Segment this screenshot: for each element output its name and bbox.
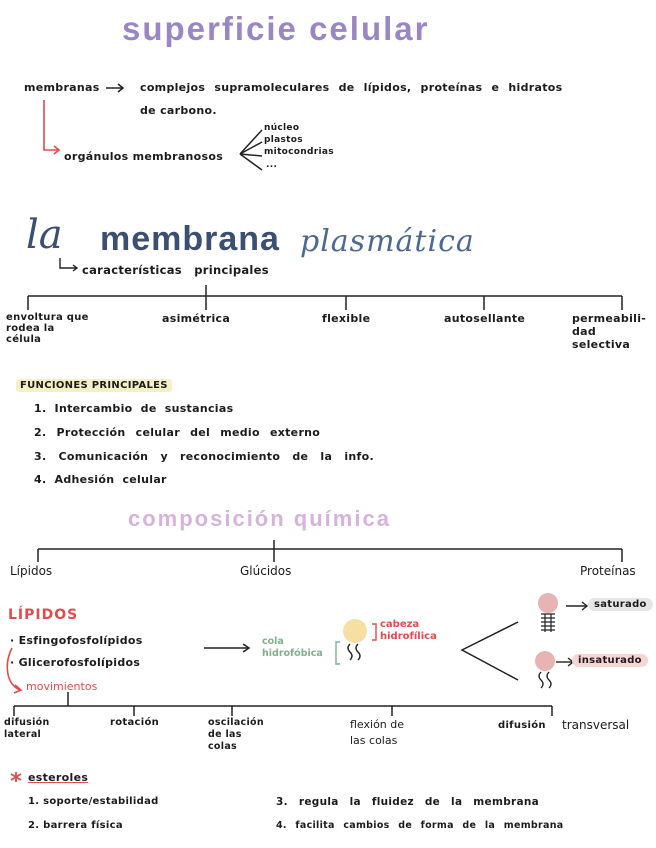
funciones-heading: FUNCIONES PRINCIPALES bbox=[16, 379, 172, 392]
esterol-2: 2. barrera física bbox=[28, 820, 123, 831]
caracteristica-asimetrica: asimétrica bbox=[162, 312, 231, 325]
title-plasmatica: plasmática bbox=[300, 224, 475, 259]
membranas-label: membranas bbox=[24, 81, 100, 94]
organulo-nucleo: núcleo bbox=[264, 123, 300, 133]
funcion-2: 2. Protección celular del medio externo bbox=[34, 426, 321, 439]
movimientos-label: movimientos bbox=[26, 680, 98, 693]
page-title: superficie celular bbox=[122, 10, 430, 47]
branch-glucidos: Glúcidos bbox=[240, 564, 292, 578]
lipidos-heading: LÍPIDOS bbox=[8, 607, 79, 623]
branch-lipidos: Lípidos bbox=[10, 564, 53, 578]
title-la: la bbox=[26, 212, 63, 258]
funcion-4: 4. Adhesión celular bbox=[34, 473, 167, 486]
definition-line-2: de carbono. bbox=[140, 104, 217, 117]
saturated-head-icon bbox=[538, 593, 558, 613]
lipid-head-icon bbox=[343, 619, 367, 643]
caracteristica-flexible: flexible bbox=[322, 312, 371, 325]
caracteristicas-heading: características principales bbox=[82, 263, 269, 277]
title-membrana: membrana bbox=[100, 220, 280, 258]
caracteristica-autosellante: autosellante bbox=[444, 312, 526, 325]
esterol-3: 3. regula la fluidez de la membrana bbox=[276, 796, 540, 808]
lipid-tail-icon bbox=[347, 643, 361, 661]
funcion-1: 1. Intercambio de sustancias bbox=[34, 402, 234, 415]
saturated-tail-icon bbox=[541, 613, 555, 632]
asterisk-icon bbox=[10, 772, 22, 782]
composicion-title: composición química bbox=[128, 506, 391, 531]
lipido-esfingo: · Esfingofosfolípidos bbox=[10, 634, 143, 647]
cola-hidrofobica-label: cola hidrofóbica bbox=[262, 636, 323, 659]
movimiento-rotacion: rotación bbox=[110, 717, 160, 728]
lipido-glicero: · Glicerofosfolípidos bbox=[10, 656, 141, 669]
insaturado-label: insaturado bbox=[572, 654, 648, 667]
esteroles-heading: esteroles bbox=[28, 771, 89, 784]
caracteristica-envoltura: envoltura que rodea la célula bbox=[6, 312, 89, 345]
unsaturated-tail-icon bbox=[538, 671, 552, 689]
movimiento-difusion: difusión bbox=[498, 720, 546, 731]
definition-line-1: complejos supramoleculares de lípidos, p… bbox=[140, 81, 563, 94]
unsaturated-head-icon bbox=[535, 651, 555, 671]
organulo-plastos: plastos bbox=[264, 135, 303, 145]
organulo-mitocondrias: mitocondrias bbox=[264, 147, 334, 157]
movimiento-oscilacion: oscilación de las colas bbox=[208, 717, 264, 752]
movimiento-flexion: flexión de las colas bbox=[350, 718, 405, 747]
branch-proteinas: Proteínas bbox=[580, 564, 636, 578]
movimiento-difusion-lateral: difusión lateral bbox=[4, 717, 50, 740]
organulos-label: orgánulos membranosos bbox=[64, 150, 224, 163]
organulo-more: ... bbox=[266, 160, 278, 170]
cabeza-hidrofilica-label: cabeza hidrofílica bbox=[380, 619, 437, 642]
funcion-3: 3. Comunicación y reconocimiento de la i… bbox=[34, 450, 374, 463]
movimiento-transversal: transversal bbox=[562, 718, 630, 732]
caracteristica-permeabilidad: permeabili- dad selectiva bbox=[572, 312, 647, 351]
esterol-1: 1. soporte/estabilidad bbox=[28, 796, 159, 807]
saturado-label: saturado bbox=[588, 598, 653, 611]
esterol-4: 4. facilita cambios de forma de la membr… bbox=[276, 820, 564, 831]
